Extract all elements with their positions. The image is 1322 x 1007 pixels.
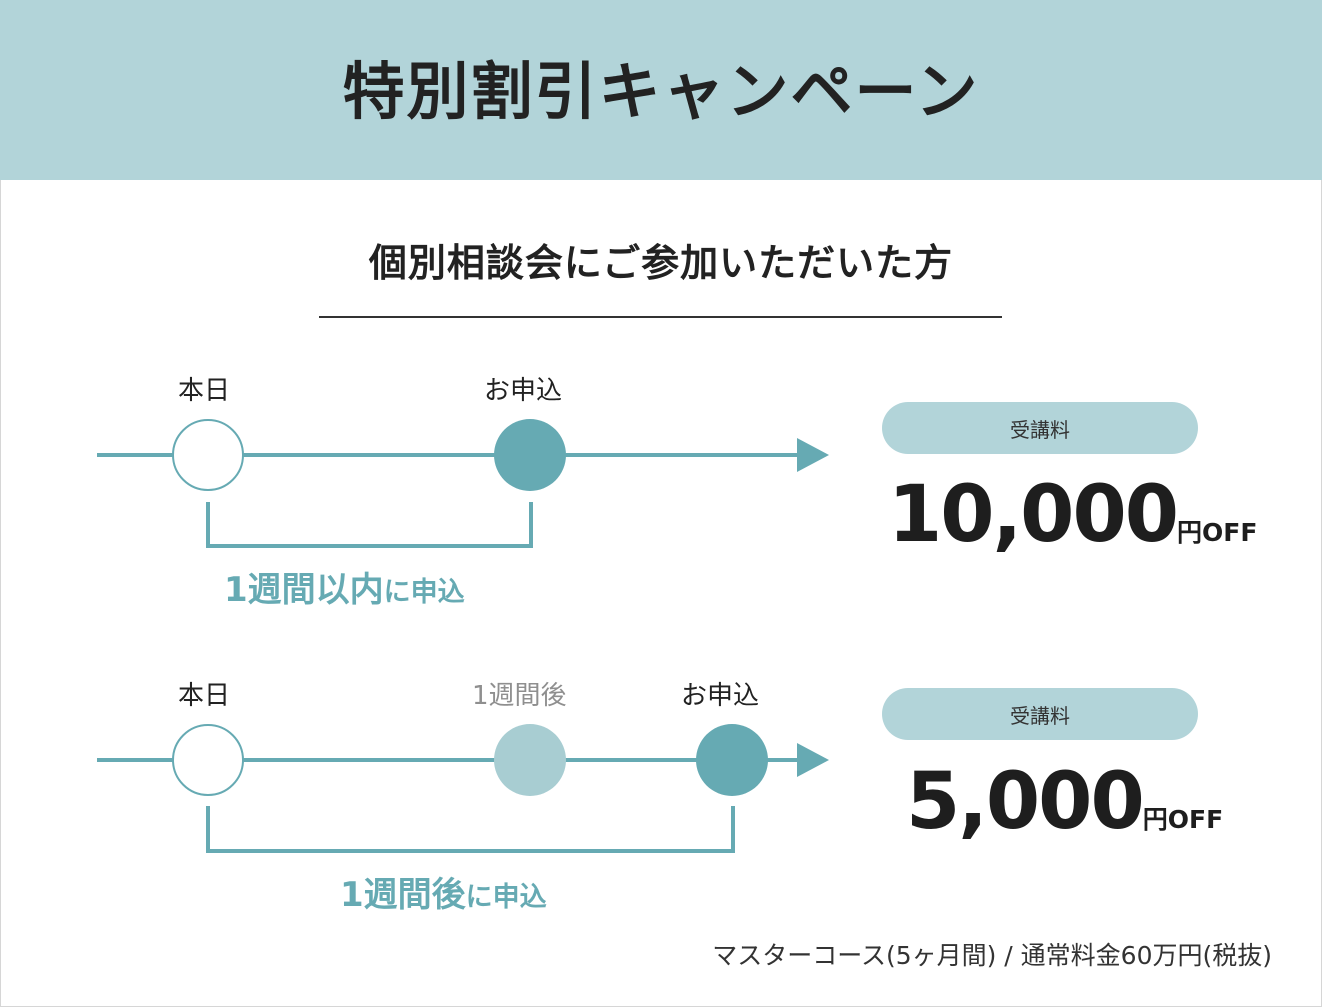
plan2-period-suffix: に申込 <box>465 882 547 913</box>
plan1-timeline-line <box>97 453 802 457</box>
plan2-period-main: 1週間後 <box>340 875 466 915</box>
plan2-apply-label: お申込 <box>681 681 760 711</box>
plan1-apply-node <box>494 419 566 491</box>
plan2-fee-pill: 受講料 <box>882 688 1198 740</box>
plan1-period-main: 1週間以内 <box>224 570 384 610</box>
plan1-discount: 10,000円OFF <box>888 470 1257 560</box>
campaign-banner: 特別割引キャンペーン <box>0 0 1322 180</box>
plan2-discount-amount: 5,000 <box>906 757 1145 847</box>
plan2-week-label: 1週間後 <box>472 681 567 711</box>
plan1-today-node <box>172 419 244 491</box>
plan1-discount-amount: 10,000 <box>888 470 1179 560</box>
plan1-period-suffix: に申込 <box>383 577 465 608</box>
subtitle-divider <box>319 316 1002 318</box>
campaign-title: 特別割引キャンペーン <box>342 55 980 128</box>
plan2-today-node <box>172 724 244 796</box>
plan1-today-label: 本日 <box>178 376 231 406</box>
target-subtitle: 個別相談会にご参加いただいた方 <box>368 241 954 285</box>
plan2-period-bracket <box>206 806 735 853</box>
plan2-discount-unit: 円OFF <box>1142 805 1224 834</box>
plan1-apply-label: お申込 <box>484 376 563 406</box>
plan2-timeline-line <box>97 758 802 762</box>
plan2-today-label: 本日 <box>178 681 231 711</box>
plan2-arrow-icon <box>797 743 829 777</box>
plan1-arrow-icon <box>797 438 829 472</box>
plan1-fee-pill: 受講料 <box>882 402 1198 454</box>
course-footnote: マスターコース(5ヶ月間) / 通常料金60万円(税抜) <box>712 941 1272 970</box>
plan2-period-caption: 1週間後に申込 <box>340 867 547 916</box>
plan1-discount-unit: 円OFF <box>1177 518 1258 547</box>
plan2-apply-node <box>696 724 768 796</box>
plan1-period-bracket <box>206 502 533 548</box>
plan2-week-node <box>494 724 566 796</box>
plan1-period-caption: 1週間以内に申込 <box>224 562 465 611</box>
plan2-discount: 5,000円OFF <box>906 757 1223 847</box>
